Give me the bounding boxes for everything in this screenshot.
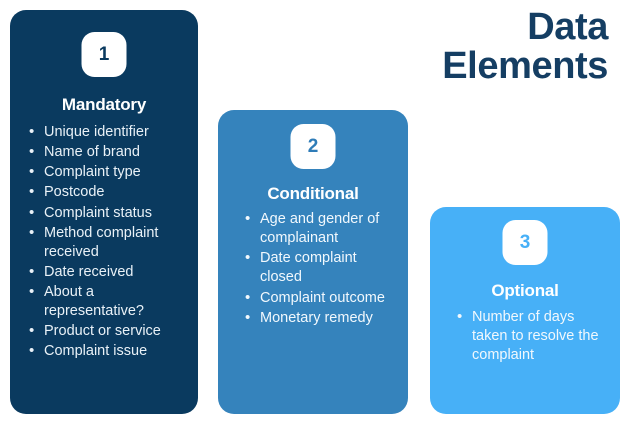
card-bullet-list-optional: Number of days taken to resolve the comp… <box>456 307 608 366</box>
list-item: Age and gender of complainant <box>244 209 396 248</box>
page-title-line-1: Data <box>527 6 608 48</box>
list-item: Monetary remedy <box>244 308 396 328</box>
list-item: About a representative? <box>28 282 188 321</box>
page-title: Data Elements <box>330 8 608 86</box>
list-item: Complaint type <box>28 162 188 182</box>
list-item: Unique identifier <box>28 122 188 142</box>
card-heading-conditional: Conditional <box>267 184 359 203</box>
list-item: Complaint status <box>28 202 188 223</box>
card-bullet-list-mandatory: Unique identifier Name of brand Complain… <box>28 122 188 363</box>
list-item: Method complaint received <box>28 223 188 262</box>
list-item: Date received <box>28 262 188 282</box>
card-conditional: 2 Conditional Age and gender of complain… <box>218 110 408 414</box>
card-number-label-3: 3 <box>519 231 531 253</box>
card-number-badge-2: 2 <box>290 124 336 169</box>
list-item: Postcode <box>28 182 188 202</box>
list-item: Number of days taken to resolve the comp… <box>456 307 608 365</box>
card-optional: 3 Optional Number of days taken to resol… <box>430 207 620 414</box>
list-item: Complaint outcome <box>244 287 396 308</box>
list-item: Date complaint closed <box>244 248 396 287</box>
card-number-badge-1: 1 <box>81 32 127 77</box>
card-mandatory: 1 Mandatory Unique identifier Name of br… <box>10 10 198 414</box>
card-number-label-1: 1 <box>98 43 110 65</box>
list-item: Product or service <box>28 321 188 341</box>
card-heading-optional: Optional <box>491 281 559 300</box>
card-bullet-list-conditional: Age and gender of complainant Date compl… <box>244 209 396 329</box>
card-heading-mandatory: Mandatory <box>61 95 147 114</box>
page-title-line-2: Elements <box>442 44 608 87</box>
card-number-badge-3: 3 <box>502 220 548 265</box>
card-number-label-2: 2 <box>307 135 319 157</box>
list-item: Complaint issue <box>28 341 188 361</box>
list-item: Name of brand <box>28 142 188 162</box>
